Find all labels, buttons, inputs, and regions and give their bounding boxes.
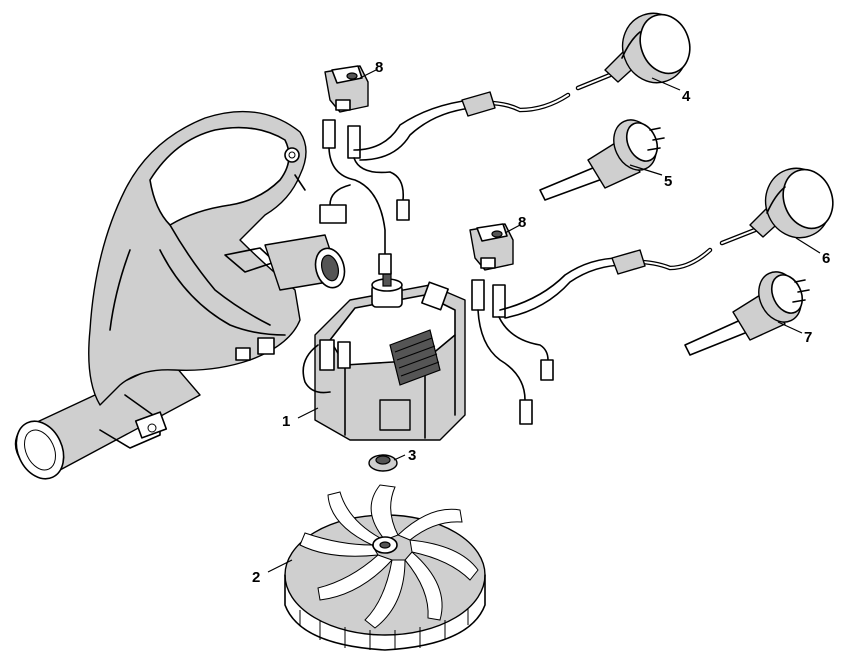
- rocker-switch-icon: [324, 65, 369, 113]
- fan-impeller-icon: [284, 484, 486, 651]
- leader-lines: [267, 69, 821, 573]
- cord-plug-icon-lower: [719, 167, 834, 246]
- callout-3: 3: [408, 447, 416, 464]
- plug-connector-icon: [539, 119, 665, 201]
- callout-7: 7: [804, 329, 812, 346]
- callout-8-lower: 8: [518, 214, 526, 231]
- cord-plug-icon: [575, 12, 691, 91]
- callout-8-upper: 8: [375, 59, 383, 76]
- blower-housing-icon: [14, 110, 346, 480]
- callout-labels: 1 2 3 4 5 6 7 8 8: [252, 59, 830, 586]
- callout-6: 6: [822, 250, 830, 267]
- callout-1: 1: [282, 413, 290, 430]
- motor-icon: [302, 271, 466, 441]
- plug-connector-icon-lower: [684, 271, 810, 356]
- rocker-switch-icon-lower: [469, 223, 514, 271]
- callout-4: 4: [682, 88, 691, 105]
- switch-wiring-lower: [471, 247, 713, 425]
- switch-wiring-upper: [319, 91, 571, 275]
- nut-icon: [368, 454, 398, 472]
- callout-5: 5: [664, 173, 672, 190]
- callout-2: 2: [252, 569, 260, 586]
